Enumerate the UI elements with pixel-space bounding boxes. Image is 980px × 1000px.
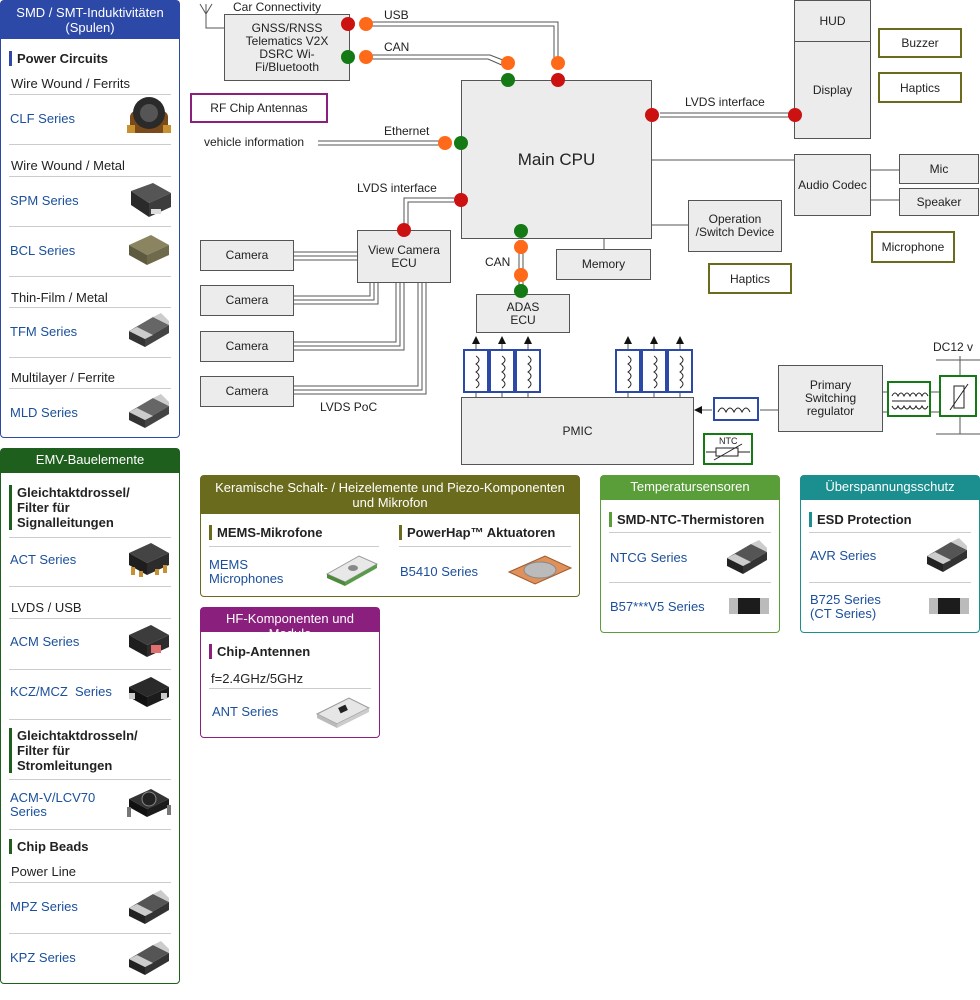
- cpu-usb-dot-1: [551, 56, 565, 70]
- speaker-box: Speaker: [899, 188, 979, 216]
- frequency-label: f=2.4GHz/5GHz: [211, 671, 304, 686]
- cpu-can-bottom-dot: [514, 224, 528, 238]
- ntc-label: NTC: [719, 436, 738, 446]
- acm-series-link[interactable]: ACM Series: [10, 634, 80, 649]
- b57-series-link[interactable]: B57***V5 Series: [610, 599, 705, 614]
- esd-heading: ESD Protection: [809, 512, 912, 527]
- hf-components-panel: HF-Komponenten und Module Chip-Antennen …: [200, 607, 380, 738]
- haptics-mid-box: Haptics: [708, 263, 792, 294]
- can-top-label: CAN: [384, 40, 410, 54]
- haptics-top-box: Haptics: [878, 72, 962, 103]
- gk-signal-heading: Gleichtaktdrossel/ Filter für Signalleit…: [9, 485, 157, 530]
- avr-series-link[interactable]: AVR Series: [810, 548, 877, 563]
- vehicle-info-label: vehicle information: [204, 135, 305, 149]
- adas-ecu-box: ADAS ECU: [476, 294, 570, 333]
- view-camera-lvds-dot: [397, 223, 411, 237]
- lvds-interface-right-label: LVDS interface: [685, 95, 765, 109]
- can-connector-dot-1: [341, 50, 355, 64]
- diagram-wires: [199, 3, 980, 465]
- ethernet-label: Ethernet: [384, 124, 430, 138]
- ntc-heading: SMD-NTC-Thermistoren: [609, 512, 764, 527]
- camera-box-3: Camera: [200, 331, 294, 362]
- kpz-series-link[interactable]: KPZ Series: [10, 950, 76, 965]
- wire-wound-metal-label: Wire Wound / Metal: [11, 158, 125, 173]
- buzzer-box: Buzzer: [878, 28, 962, 58]
- power-line-label: Power Line: [11, 864, 77, 879]
- mems-heading: MEMS-Mikrofone: [209, 525, 322, 540]
- ethernet-dot-2: [454, 136, 468, 150]
- mpz-series-link[interactable]: MPZ Series: [10, 899, 78, 914]
- kcz-mcz-series-link[interactable]: KCZ/MCZ Series: [10, 684, 112, 699]
- multilayer-ferrite-label: Multilayer / Ferrite: [11, 370, 116, 385]
- can-adas-dot-2: [514, 268, 528, 282]
- ethernet-dot-1: [438, 136, 452, 150]
- camera-box-4: Camera: [200, 376, 294, 407]
- gk-strom-heading: Gleichtaktdrosseln/ Filter für Stromleit…: [9, 728, 157, 773]
- rf-chip-antennas-box: RF Chip Antennas: [190, 93, 328, 123]
- operation-switch-box: Operation /Switch Device: [688, 200, 782, 252]
- can-adas-dot-1: [514, 240, 528, 254]
- usb-connector-dot-1: [341, 17, 355, 31]
- powerhap-heading: PowerHap™ Aktuatoren: [399, 525, 555, 540]
- can-connector-dot-2: [359, 50, 373, 64]
- temperature-sensors-panel: Temperatursensoren SMD-NTC-Thermistoren …: [600, 475, 780, 633]
- tfm-series-link[interactable]: TFM Series: [10, 324, 78, 339]
- temp-panel-title: Temperatursensoren: [601, 476, 779, 500]
- pmic-box: PMIC: [461, 397, 694, 465]
- smd-panel-title: SMD / SMT-Induktivitäten (Spulen): [1, 1, 179, 39]
- keramik-panel: Keramische Schalt- / Heizelemente und Pi…: [200, 475, 580, 597]
- usb-label: USB: [384, 8, 409, 22]
- lvds-usb-label: LVDS / USB: [11, 600, 82, 615]
- lvds-poc-label: LVDS PoC: [320, 400, 378, 414]
- b725-series-link[interactable]: B725 Series (CT Series): [810, 592, 881, 621]
- keramik-panel-title: Keramische Schalt- / Heizelemente und Pi…: [201, 476, 579, 514]
- acm-v-lcv70-series-link[interactable]: ACM-V/LCV70 Series: [10, 790, 96, 819]
- clf-series-link[interactable]: CLF Series: [10, 111, 76, 126]
- main-cpu-label: Main CPU: [517, 150, 596, 169]
- mems-microphones-link[interactable]: MEMS Microphones: [209, 557, 284, 586]
- cpu-usb-dot-2: [551, 73, 565, 87]
- bcl-series-link[interactable]: BCL Series: [10, 243, 76, 258]
- hf-panel-title: HF-Komponenten und Module: [201, 608, 379, 641]
- usb-connector-dot-2: [359, 17, 373, 31]
- main-cpu-box: Main CPU: [461, 80, 652, 239]
- emv-components-panel: EMV-Bauelemente Gleichtaktdrossel/ Filte…: [0, 448, 180, 984]
- wire-wound-ferrits-label: Wire Wound / Ferrits: [11, 76, 130, 91]
- display-lvds-dot: [788, 108, 802, 122]
- view-camera-ecu-box: View Camera ECU: [357, 230, 451, 283]
- memory-box: Memory: [556, 249, 651, 280]
- chip-antennas-heading: Chip-Antennen: [209, 644, 310, 659]
- spm-series-link[interactable]: SPM Series: [10, 193, 79, 208]
- dc12-label: DC12 v: [933, 340, 974, 354]
- mic-box: Mic: [899, 154, 979, 184]
- microphone-box: Microphone: [871, 231, 955, 263]
- overvoltage-protection-panel: Überspannungsschutz ESD Protection AVR S…: [800, 475, 980, 633]
- can-adas-label: CAN: [485, 255, 511, 269]
- primary-switching-regulator-box: Primary Switching regulator: [778, 365, 883, 432]
- audio-codec-box: Audio Codec: [794, 154, 871, 216]
- power-circuits-heading: Power Circuits: [9, 51, 108, 66]
- mld-series-link[interactable]: MLD Series: [10, 405, 78, 420]
- car-connectivity-label: Car Connectivity: [233, 0, 322, 14]
- b5410-series-link[interactable]: B5410 Series: [400, 564, 479, 579]
- adas-can-dot: [514, 284, 528, 298]
- emv-panel-title: EMV-Bauelemente: [1, 449, 179, 473]
- ntcg-series-link[interactable]: NTCG Series: [610, 550, 688, 565]
- cpu-can-dot-2: [501, 73, 515, 87]
- cpu-lvds-right-dot: [645, 108, 659, 122]
- hud-box: HUD: [794, 0, 871, 42]
- cpu-can-dot-1: [501, 56, 515, 70]
- chip-beads-heading: Chip Beads: [9, 839, 89, 854]
- connectivity-module-box: GNSS/RNSS Telematics V2X DSRC Wi-Fi/Blue…: [224, 14, 350, 81]
- thin-film-metal-label: Thin-Film / Metal: [11, 290, 108, 305]
- cpu-lvds-left-dot: [454, 193, 468, 207]
- display-box: Display: [794, 41, 871, 139]
- lvds-interface-left-label: LVDS interface: [357, 181, 437, 195]
- camera-box-2: Camera: [200, 285, 294, 316]
- smd-inductors-panel: SMD / SMT-Induktivitäten (Spulen) Power …: [0, 0, 180, 438]
- camera-box-1: Camera: [200, 240, 294, 271]
- act-series-link[interactable]: ACT Series: [10, 552, 77, 567]
- ant-series-link[interactable]: ANT Series: [212, 704, 279, 719]
- ueber-panel-title: Überspannungsschutz: [801, 476, 979, 500]
